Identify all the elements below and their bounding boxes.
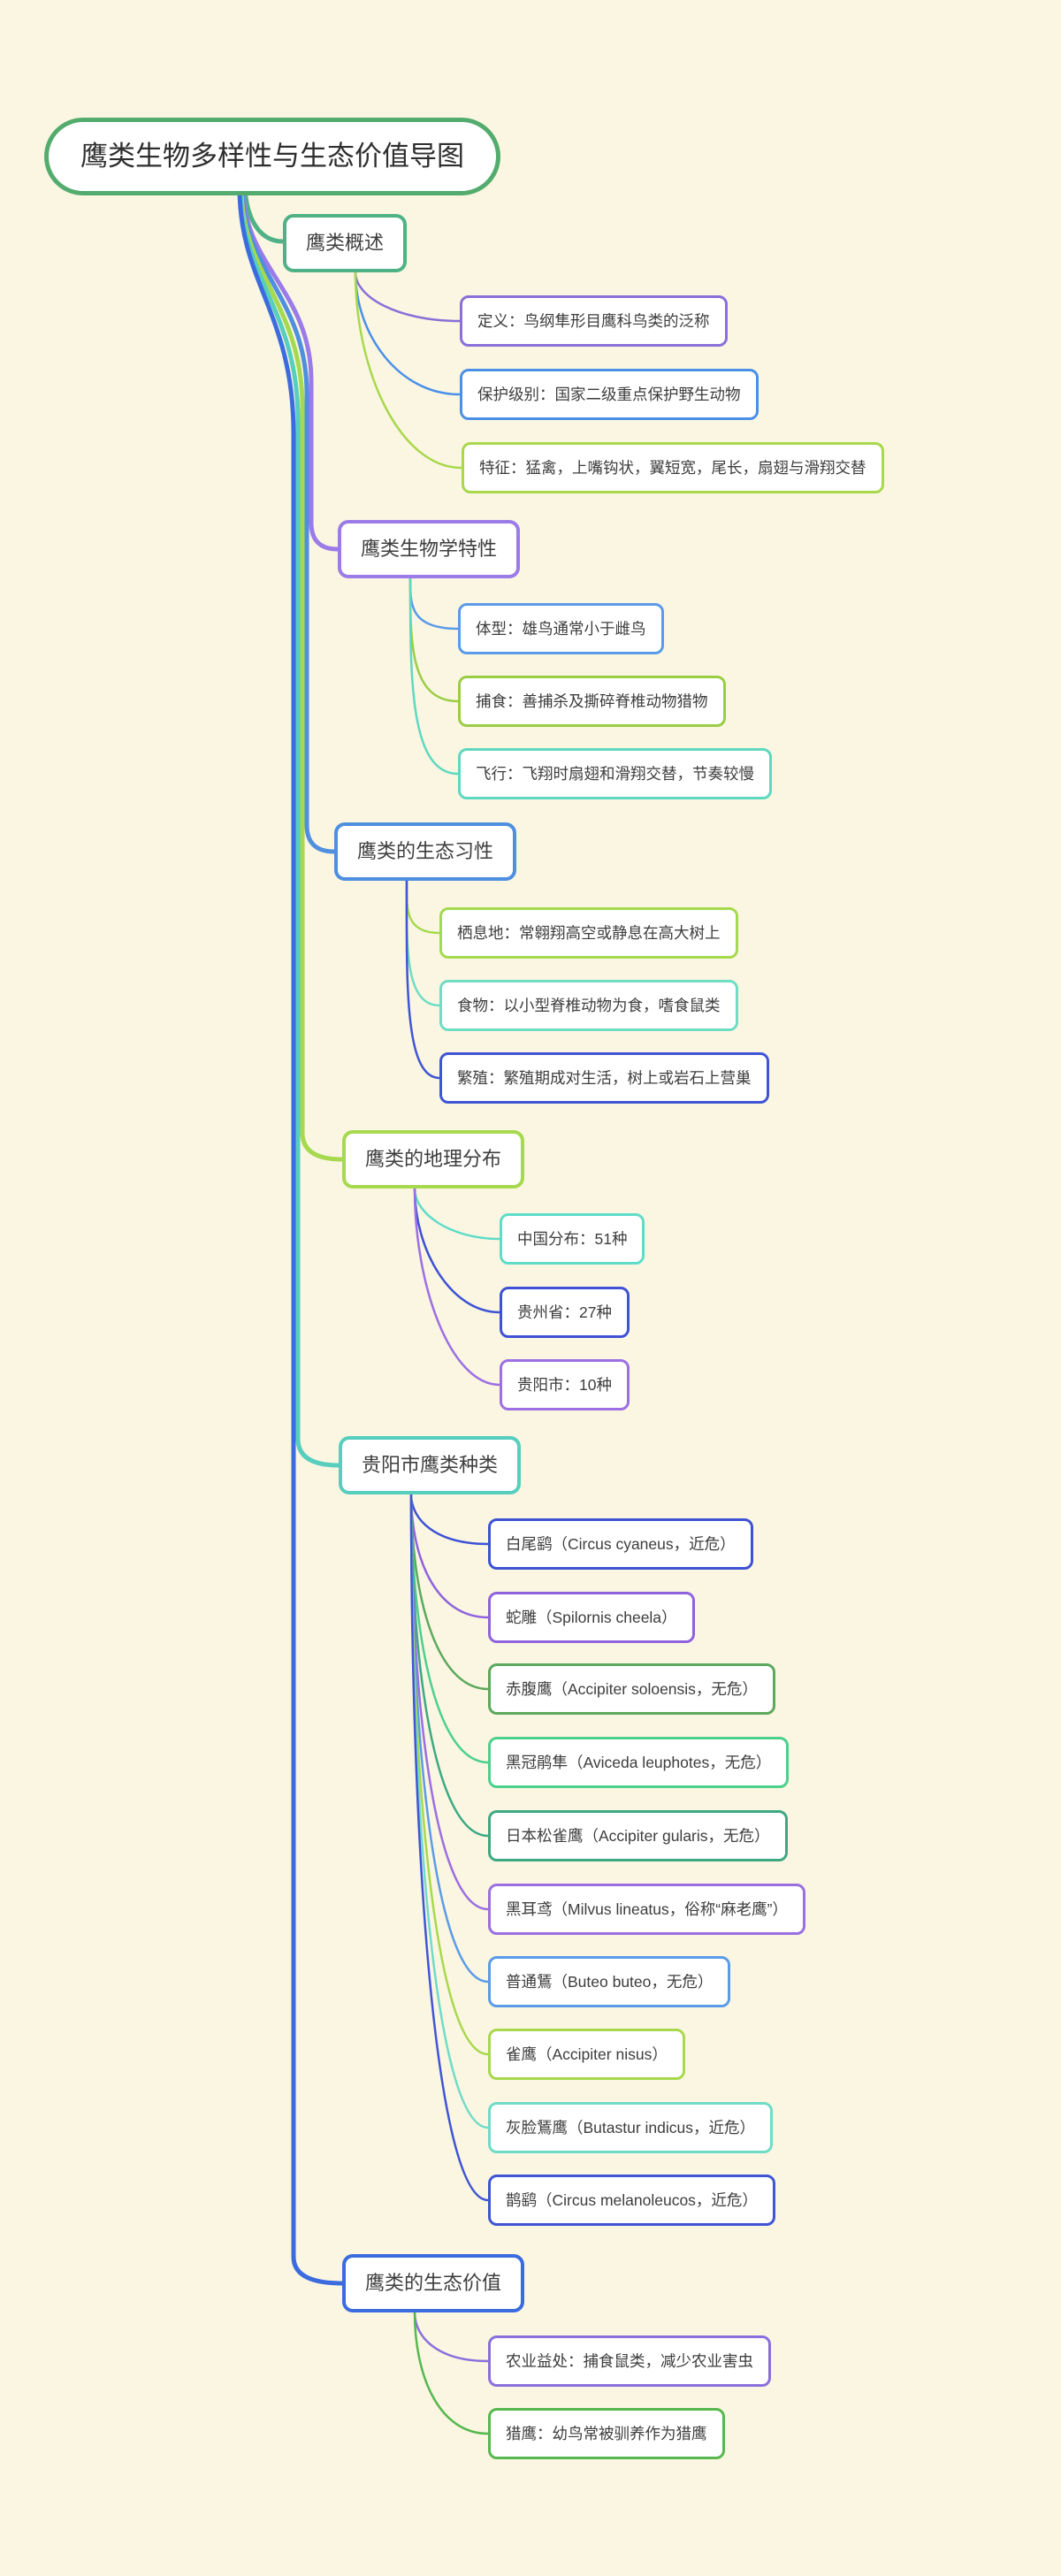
edge-species-serpent-eagle	[409, 1493, 490, 1619]
node-common-buzzard[interactable]: 普通鵟（Buteo buteo，无危）	[488, 1956, 731, 2007]
node-black-baza[interactable]: 黑冠鹃隼（Aviceda leuphotes，无危）	[488, 1737, 790, 1788]
edge-root-value	[237, 186, 345, 2286]
edge-habits-diet	[405, 879, 441, 1007]
node-japanese-sparrowhawk[interactable]: 日本松雀鹰（Accipiter gularis，无危）	[488, 1810, 788, 1861]
node-falconry[interactable]: 猎鹰：幼鸟常被驯养作为猎鹰	[488, 2408, 725, 2459]
node-guizhou-province[interactable]: 贵州省：27种	[500, 1287, 630, 1338]
node-ecological-value[interactable]: 鹰类的生态价值	[342, 2254, 525, 2312]
node-habitat[interactable]: 栖息地：常翱翔高空或静息在高大树上	[439, 907, 738, 959]
node-ecological-habits[interactable]: 鹰类的生态习性	[334, 822, 517, 881]
node-grey-faced-buzzard[interactable]: 灰脸鵟鹰（Butastur indicus，近危）	[488, 2102, 774, 2153]
edge-habits-habitat	[405, 879, 441, 935]
node-guiyang-hawk-species[interactable]: 贵阳市鹰类种类	[339, 1436, 522, 1494]
node-definition[interactable]: 定义：鸟纲隼形目鹰科鸟类的泛称	[460, 295, 728, 347]
edge-distribution-china	[413, 1187, 501, 1241]
node-eurasian-sparrowhawk[interactable]: 雀鹰（Accipiter nisus）	[488, 2029, 685, 2080]
node-geographic-distribution[interactable]: 鹰类的地理分布	[342, 1130, 525, 1189]
edge-distribution-guiyang	[413, 1187, 501, 1387]
node-hawk-overview[interactable]: 鹰类概述	[283, 214, 408, 272]
edge-habits-breeding	[405, 879, 441, 1080]
edge-species-japanese-sparrowhawk	[409, 1493, 490, 1838]
node-agricultural-benefit[interactable]: 农业益处：捕食鼠类，减少农业害虫	[488, 2335, 771, 2387]
node-protection-level[interactable]: 保护级别：国家二级重点保护野生动物	[460, 369, 759, 420]
edge-species-pied-harrier	[409, 1493, 490, 2202]
edge-species-hen-harrier	[409, 1493, 490, 1546]
node-breeding[interactable]: 繁殖：繁殖期成对生活，树上或岩石上营巢	[439, 1052, 769, 1104]
edge-value-falconry	[413, 2311, 490, 2435]
edge-overview-protection	[354, 271, 462, 396]
node-predation[interactable]: 捕食：善捕杀及撕碎脊椎动物猎物	[458, 676, 726, 727]
edge-overview-features	[354, 271, 463, 470]
edge-overview-definition	[354, 271, 462, 323]
edge-root-habits	[240, 186, 337, 854]
node-china-distribution[interactable]: 中国分布：51种	[500, 1213, 645, 1265]
node-black-eared-kite[interactable]: 黑耳鸢（Milvus lineatus，俗称“麻老鹰”）	[488, 1884, 805, 1935]
edge-biology-flight	[408, 577, 460, 776]
node-hen-harrier[interactable]: 白尾鹞（Circus cyaneus，近危）	[488, 1518, 753, 1570]
node-chinese-sparrowhawk[interactable]: 赤腹鹰（Accipiter soloensis，无危）	[488, 1663, 775, 1715]
edge-root-overview	[242, 186, 286, 244]
node-features[interactable]: 特征：猛禽，上嘴钩状，翼短宽，尾长，扇翅与滑翔交替	[462, 442, 884, 493]
edge-value-agriculture	[413, 2311, 490, 2363]
node-crested-serpent-eagle[interactable]: 蛇雕（Spilornis cheela）	[488, 1592, 695, 1643]
node-root-title[interactable]: 鹰类生物多样性与生态价值导图	[44, 118, 500, 195]
edge-distribution-guizhou	[413, 1187, 501, 1314]
node-biological-traits[interactable]: 鹰类生物学特性	[338, 520, 521, 578]
edge-species-common-buzzard	[409, 1493, 490, 1984]
edge-biology-predation	[408, 577, 460, 703]
node-pied-harrier[interactable]: 鹊鹞（Circus melanoleucos，近危）	[488, 2175, 775, 2226]
node-diet[interactable]: 食物：以小型脊椎动物为食，嗜食鼠类	[439, 980, 738, 1031]
edge-biology-body-size	[408, 577, 460, 631]
edge-root-biology	[240, 186, 340, 552]
node-flight[interactable]: 飞行：飞翔时扇翅和滑翔交替，节奏较慢	[458, 748, 772, 799]
node-body-size[interactable]: 体型：雄鸟通常小于雌鸟	[458, 603, 664, 654]
node-guiyang-city[interactable]: 贵阳市：10种	[500, 1359, 630, 1410]
